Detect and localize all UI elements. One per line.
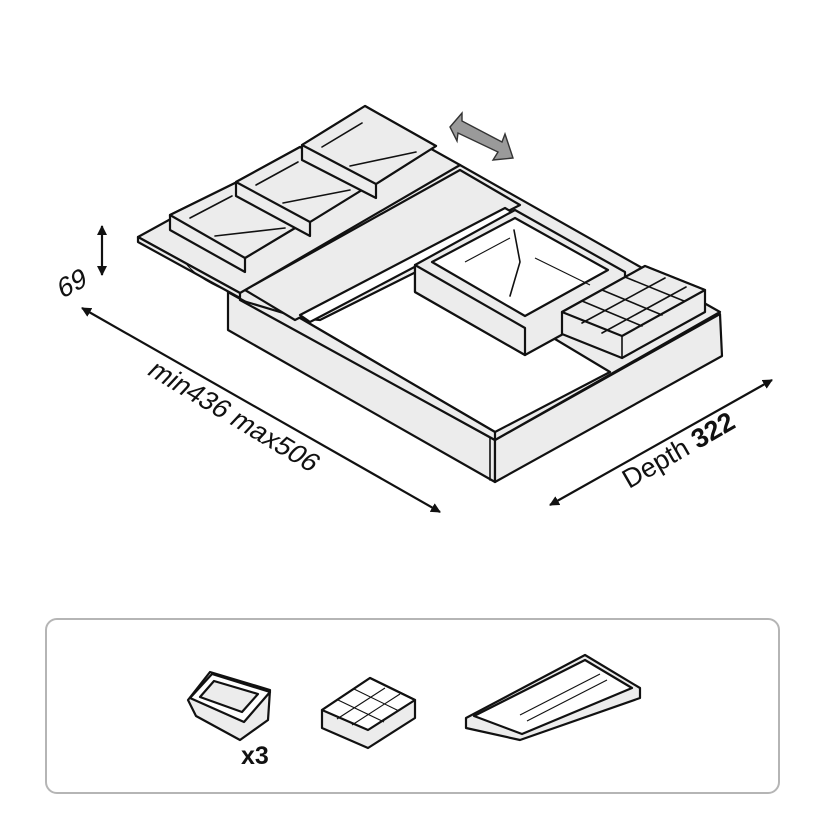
storage-box-lid-3: [300, 104, 438, 200]
depth-label: Depth 322: [617, 406, 740, 494]
height-label: 69: [55, 261, 90, 305]
included-parts-panel: [45, 618, 780, 794]
depth-word: Depth: [617, 432, 694, 494]
organizer-box-icon: [320, 676, 417, 750]
depth-value: 322: [686, 406, 740, 455]
depth-dimension-arrow: [549, 379, 773, 506]
lid-box-icon: [186, 670, 272, 742]
tray-icon: [464, 653, 642, 742]
organizer-box: [560, 264, 707, 360]
slide-direction-arrow-icon: [449, 111, 514, 161]
width-label: min436 max506: [142, 355, 328, 477]
width-dimension-arrow: [81, 307, 441, 513]
lid-box-quantity: x3: [241, 742, 269, 770]
